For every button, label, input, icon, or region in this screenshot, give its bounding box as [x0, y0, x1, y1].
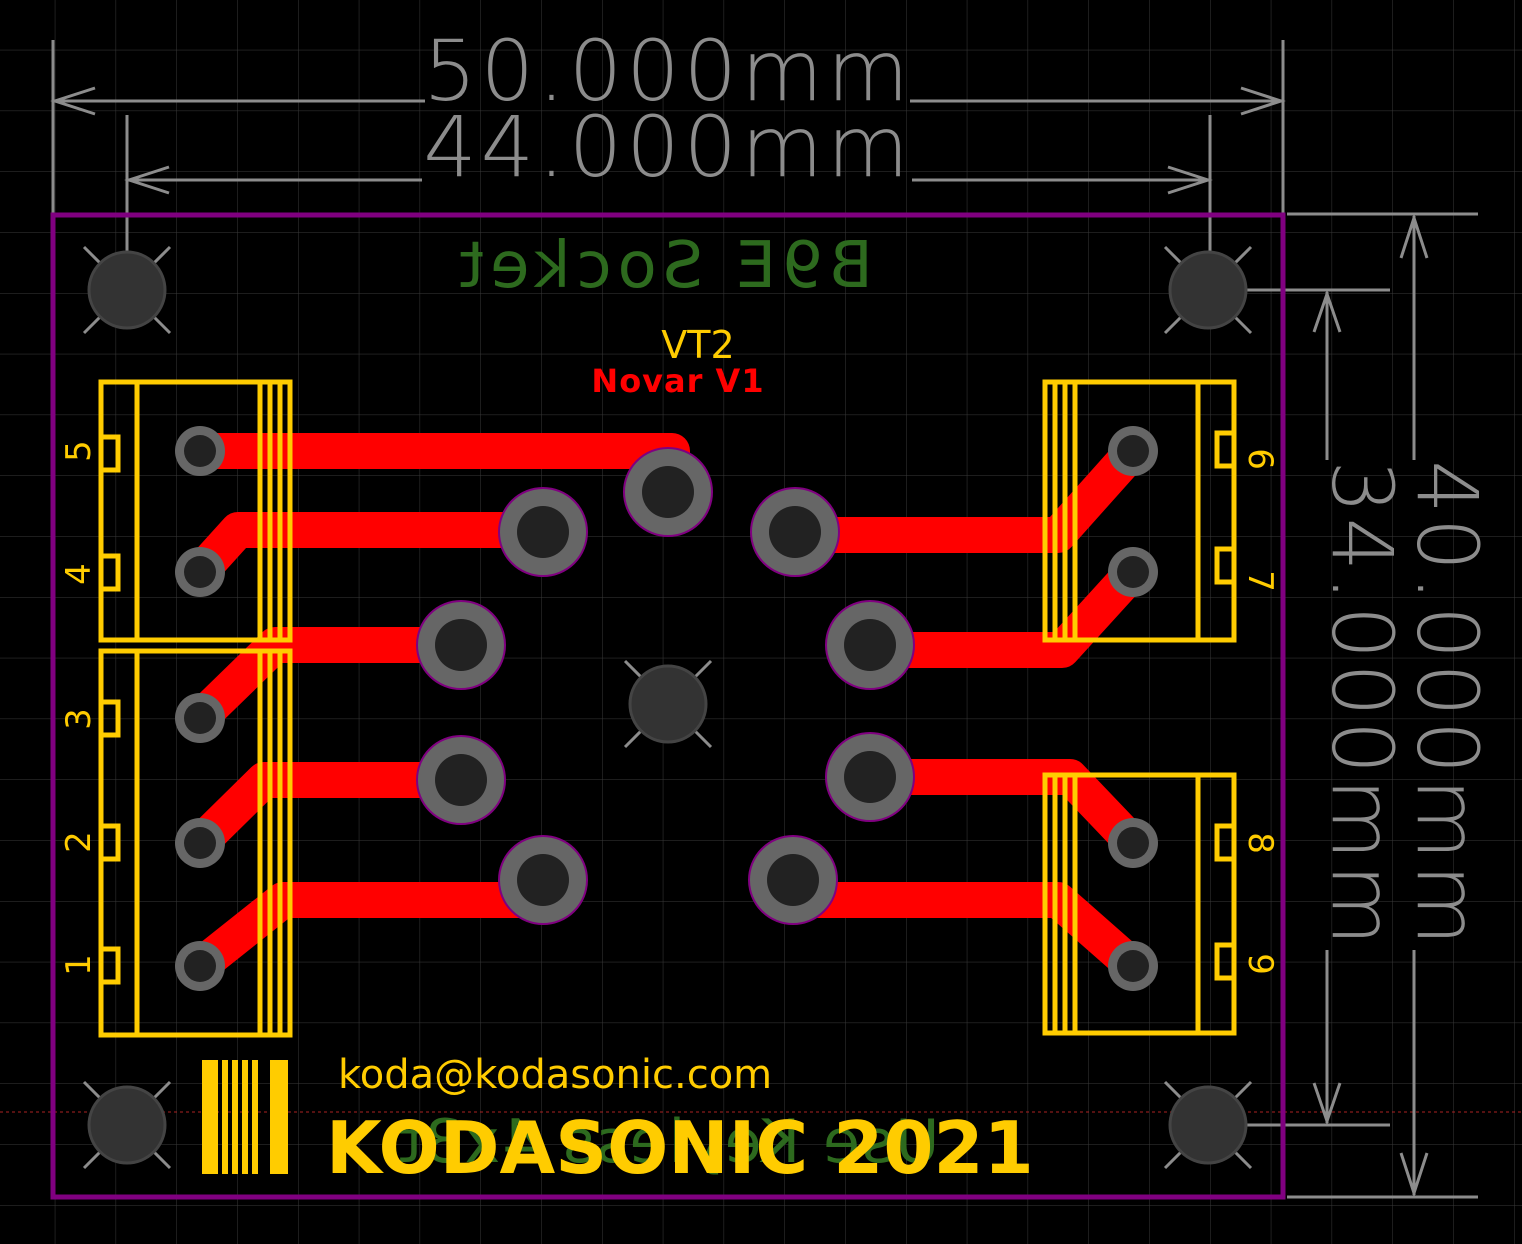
dim-board-height: 40.000mm: [1398, 460, 1496, 950]
mounting-hole-icon[interactable]: [623, 659, 713, 749]
silkscreen-connectors: [98, 379, 1237, 1038]
connector-pad-7[interactable]: [1108, 547, 1158, 597]
connector-pad-6[interactable]: [1108, 426, 1158, 476]
ref-designator: VT2: [661, 323, 734, 367]
connector-pad-5[interactable]: [175, 426, 225, 476]
dim-board-width: 50.000mm: [423, 22, 913, 120]
connector-pad-2[interactable]: [175, 818, 225, 868]
pin-label-5: 5: [59, 440, 99, 462]
connector-pad-8[interactable]: [1108, 818, 1158, 868]
socket-pad-icon[interactable]: [825, 600, 915, 690]
connector-pad-1[interactable]: [175, 941, 225, 991]
mounting-hole-icon[interactable]: [82, 1080, 172, 1170]
email-label: koda@kodasonic.com: [338, 1052, 772, 1098]
socket-pad-icon[interactable]: [416, 600, 506, 690]
bottom-title: B9E Socket: [453, 229, 873, 303]
bottom-mirror-text: Use Keyless 4x3t: [397, 1107, 940, 1177]
socket-pad-icon[interactable]: [498, 835, 588, 925]
connector-pad-3[interactable]: [175, 693, 225, 743]
connector-pad-4[interactable]: [175, 547, 225, 597]
pin-label-2: 2: [59, 831, 99, 853]
socket-pad-icon[interactable]: [750, 487, 840, 577]
brand-label: KODASONIC 2021: [326, 1106, 1034, 1190]
pin-label-7: 7: [1240, 570, 1280, 592]
board-outline[interactable]: [50, 212, 1286, 1200]
dim-hole-spacing-x: 44.000mm: [423, 98, 913, 196]
mounting-hole-icon[interactable]: [82, 245, 172, 335]
pin-label-9: 9: [1240, 953, 1280, 975]
connector-pads[interactable]: [175, 426, 1158, 991]
mounting-holes[interactable]: [82, 245, 1253, 1170]
connector-pad-9[interactable]: [1108, 941, 1158, 991]
socket-pad-icon[interactable]: [416, 735, 506, 825]
socket-pads[interactable]: [416, 447, 915, 925]
variant-label: Novar V1: [591, 362, 764, 400]
kodasonic-bars-logo: [202, 1060, 288, 1174]
socket-pad-icon[interactable]: [623, 447, 713, 537]
pin-label-6: 6: [1240, 448, 1280, 470]
socket-pad-icon[interactable]: [748, 835, 838, 925]
pin-label-3: 3: [59, 708, 99, 730]
pin-labels: 5 4 3 2 1 6 7 8 9: [59, 440, 1280, 976]
pin-label-1: 1: [59, 954, 99, 976]
socket-pad-icon[interactable]: [825, 732, 915, 822]
pin-label-8: 8: [1240, 832, 1280, 854]
mounting-hole-icon[interactable]: [1163, 1080, 1253, 1170]
socket-pad-icon[interactable]: [498, 487, 588, 577]
pin-label-4: 4: [59, 563, 99, 585]
dim-hole-spacing-y: 34.000mm: [1313, 460, 1411, 950]
mounting-hole-icon[interactable]: [1163, 245, 1253, 335]
